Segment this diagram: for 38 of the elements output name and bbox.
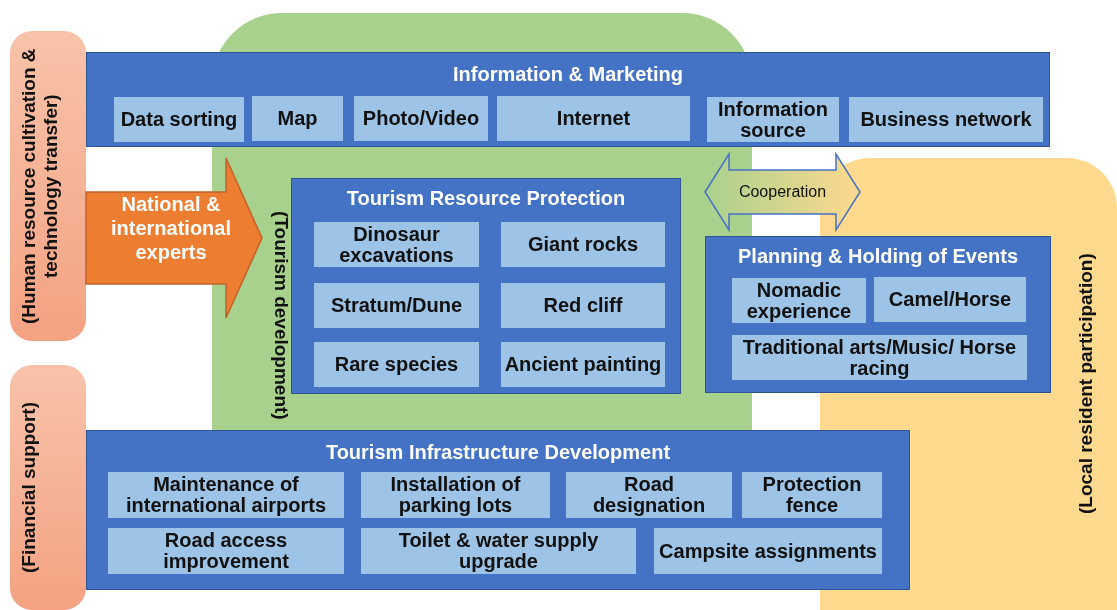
support-band bbox=[10, 365, 86, 610]
item-box: Installation of parking lots bbox=[361, 472, 550, 518]
category-panel bbox=[291, 178, 681, 394]
item-box: Photo/Video bbox=[354, 96, 488, 141]
panel-title: Planning & Holding of Events bbox=[737, 245, 1019, 268]
edge-label: Cooperation bbox=[737, 182, 828, 202]
item-box: Nomadic experience bbox=[732, 278, 866, 323]
item-box: Maintenance of international airports bbox=[108, 472, 344, 518]
edge-label: National & international experts bbox=[110, 192, 232, 264]
item-box: Rare species bbox=[314, 342, 479, 387]
region-label: (Human resource cultivation & technology transfer) bbox=[18, 47, 62, 326]
item-box: Camel/Horse bbox=[874, 277, 1026, 322]
item-box: Protection fence bbox=[742, 472, 882, 518]
item-box: Business network bbox=[849, 97, 1043, 142]
item-box: Toilet & water supply upgrade bbox=[361, 528, 636, 574]
item-box: Information source bbox=[707, 97, 839, 142]
block-arrow bbox=[704, 151, 861, 233]
item-box: Road designation bbox=[566, 472, 732, 518]
region-label: (Tourism development) bbox=[270, 210, 292, 422]
panel-title: Information & Marketing bbox=[452, 63, 684, 86]
item-box: Giant rocks bbox=[501, 222, 665, 267]
item-box: Traditional arts/Music/ Horse racing bbox=[732, 335, 1027, 380]
item-box: Map bbox=[252, 96, 343, 141]
region-label: (Local resident participation) bbox=[1075, 252, 1097, 517]
item-box: Red cliff bbox=[501, 283, 665, 328]
block-arrow bbox=[85, 157, 263, 319]
item-box: Data sorting bbox=[114, 97, 244, 142]
support-band bbox=[10, 31, 86, 341]
category-panel bbox=[86, 430, 910, 590]
panel-title: Tourism Infrastructure Development bbox=[324, 441, 672, 464]
region-label: (Financial support) bbox=[18, 401, 40, 575]
item-box: Ancient painting bbox=[501, 342, 665, 387]
item-box: Internet bbox=[497, 96, 690, 141]
item-box: Stratum/Dune bbox=[314, 283, 479, 328]
item-box: Campsite assignments bbox=[654, 528, 882, 574]
item-box: Road access improvement bbox=[108, 528, 344, 574]
item-box: Dinosaur excavations bbox=[314, 222, 479, 267]
panel-title: Tourism Resource Protection bbox=[345, 187, 627, 210]
